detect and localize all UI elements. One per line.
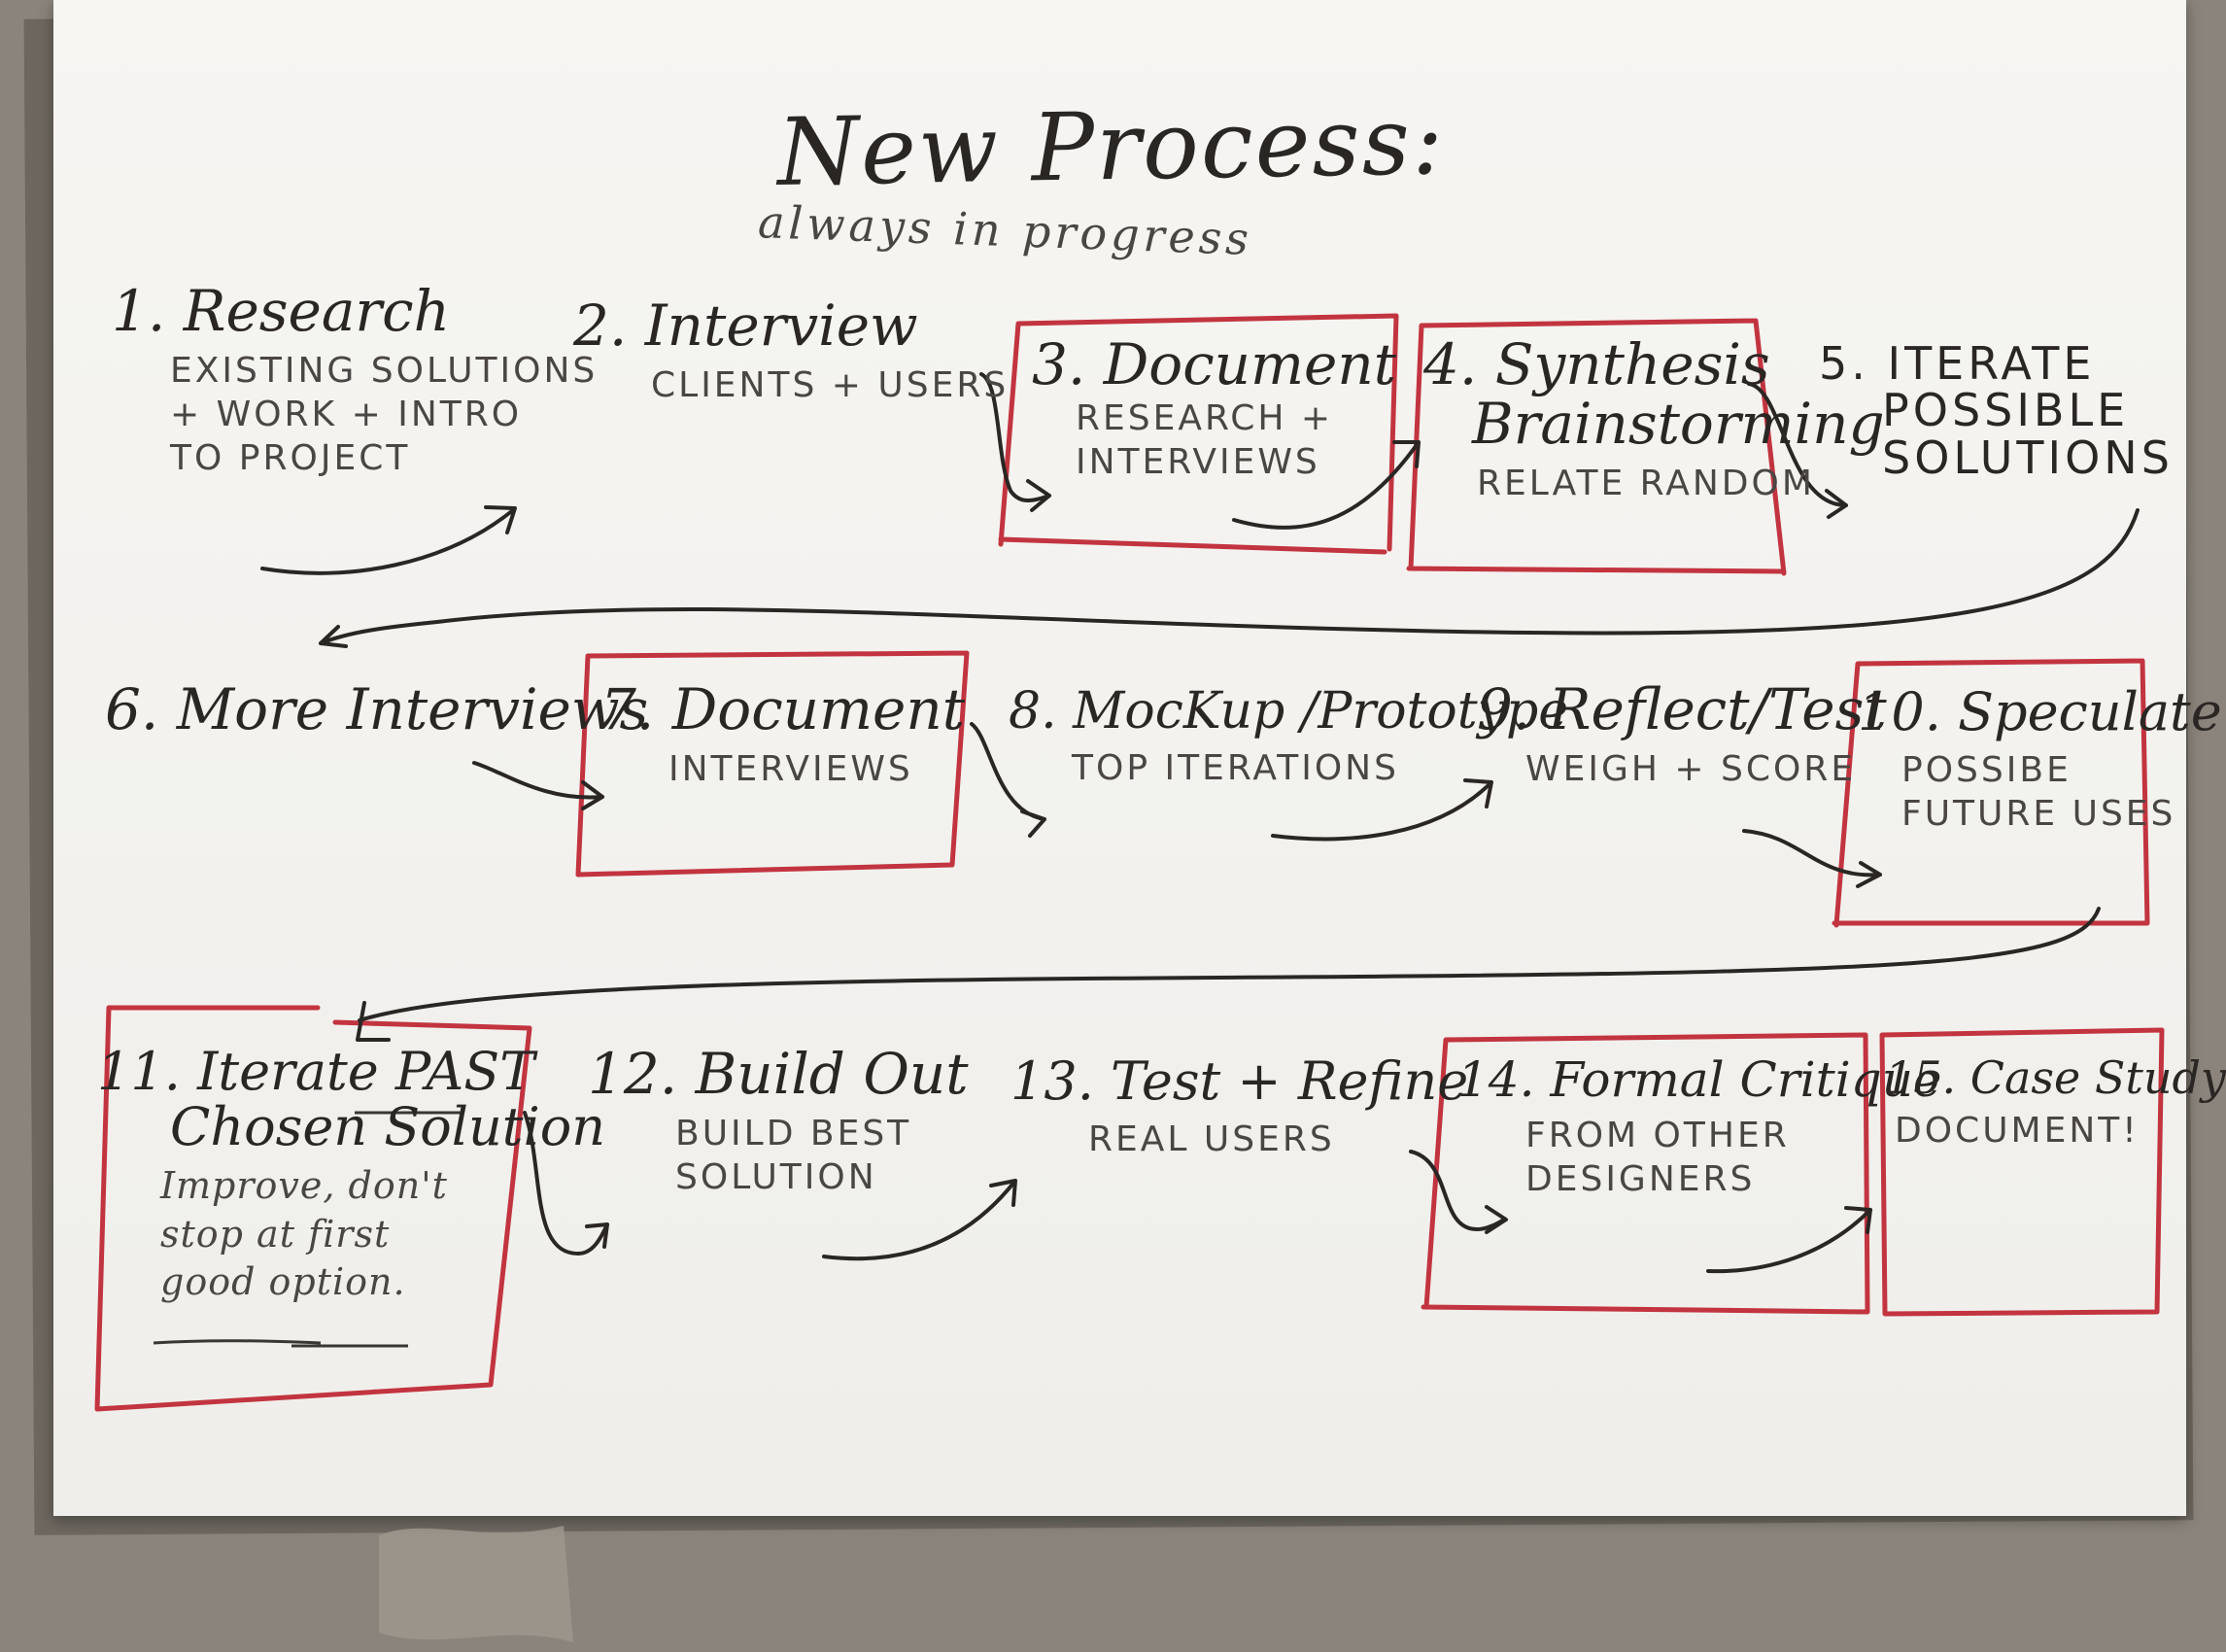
step-title: 4. Synthesis — [1423, 331, 1770, 397]
note-line: POSSIBE — [1901, 749, 2072, 790]
box-step-14 — [1421, 1032, 1870, 1315]
arrow-5-6 — [319, 508, 2140, 648]
step-3: 3. Document RESEARCH + INTERVIEWS — [1032, 335, 1396, 484]
box-step-3 — [998, 313, 1399, 555]
step-4: 4. Synthesis Brainstorming RELATE RANDOM — [1423, 335, 1885, 505]
step-15: 15. Case Study DOCUMENT! — [1885, 1054, 2226, 1153]
note-line: FROM OTHER — [1525, 1115, 1790, 1155]
note-line: TO PROJECT — [170, 437, 411, 478]
step-note: Improve, don't stop at first good option… — [160, 1162, 605, 1306]
note-line: EXISTING SOLUTIONS — [170, 350, 599, 391]
note-line: FUTURE USES — [1901, 793, 2176, 834]
underline-good-option — [153, 1339, 408, 1348]
arrow-11-12 — [523, 1111, 609, 1256]
step-title-line2: Chosen Solution — [170, 1095, 606, 1157]
arrow-2-3 — [979, 372, 1051, 512]
step-13: 13. Test + Refine REAL USERS — [1010, 1050, 1469, 1161]
note-line: DOCUMENT! — [1895, 1111, 2140, 1152]
box-step-7 — [575, 650, 970, 878]
arrow-1-2 — [260, 505, 517, 575]
step-12: 12. Build Out BUILD BEST SOLUTION — [588, 1045, 969, 1199]
box-step-4 — [1406, 318, 1787, 576]
arrow-group — [260, 372, 2140, 1274]
step-title-line3: SOLUTIONS — [1882, 430, 2174, 484]
note-line: TOP ITERATIONS — [1072, 747, 1399, 788]
step-note: CLIENTS + USERS — [651, 363, 1009, 407]
arrow-14-15 — [1706, 1206, 1872, 1274]
arrow-9-10 — [1742, 829, 1882, 888]
step-title: 15. Case Study — [1885, 1051, 2226, 1104]
step-title-line2: POSSIBLE — [1882, 384, 2130, 437]
step-2: 2. Interview CLIENTS + USERS — [573, 296, 1009, 407]
step-note: WEIGH + SCORE — [1525, 747, 1887, 791]
note-line: Improve, don't — [160, 1164, 448, 1208]
step-note: POSSIBE FUTURE USES — [1901, 748, 2222, 836]
note-line: + WORK + INTRO — [170, 394, 523, 434]
step-9: 9. Reflect/Test WEIGH + SCORE — [1477, 680, 1887, 791]
cloth — [379, 1526, 573, 1642]
step-5: 5. ITERATE POSSIBLE SOLUTIONS — [1819, 340, 2174, 481]
step-title: 1. Research — [112, 278, 450, 344]
step-14: 14. Formal Critique FROM OTHER DESIGNERS — [1457, 1054, 1942, 1201]
step-note: DOCUMENT! — [1895, 1109, 2226, 1153]
note-line: stop at first — [160, 1212, 391, 1256]
step-title: 7. Document — [600, 676, 966, 742]
step-title: 3. Document — [1032, 331, 1397, 397]
note-line: INTERVIEWS — [1076, 441, 1320, 482]
step-title: 10. Speculate — [1858, 681, 2222, 742]
step-note: TOP ITERATIONS — [1072, 746, 1568, 790]
step-7: 7. Document INTERVIEWS — [600, 680, 965, 791]
arrow-4-5 — [1747, 382, 1848, 519]
step-8: 8. MocKup /Prototype TOP ITERATIONS — [1009, 685, 1568, 790]
box-step-11 — [94, 1005, 532, 1412]
note-line: INTERVIEWS — [668, 748, 913, 789]
step-6: 6. More Interviews — [105, 680, 648, 740]
step-11: 11. Iterate PAST Chosen Solution Improve… — [97, 1041, 606, 1307]
note-line: RESEARCH + — [1076, 397, 1334, 438]
page-title: New Process: — [776, 86, 1447, 207]
notebook-page — [53, 0, 2186, 1516]
step-title: 14. Formal Critique — [1457, 1051, 1942, 1108]
box-step-10 — [1832, 658, 2150, 928]
note-line: BUILD BEST — [675, 1113, 912, 1153]
step-note: RELATE RANDOM — [1477, 462, 1885, 505]
step-note: FROM OTHER DESIGNERS — [1525, 1114, 1942, 1201]
arrow-10-11 — [356, 907, 2101, 1042]
arrow-13-14 — [1409, 1150, 1508, 1234]
step-title: 13. Test + Refine — [1010, 1050, 1469, 1112]
underline-group — [153, 1111, 462, 1348]
step-title: 5. ITERATE — [1819, 337, 2096, 390]
red-box-group — [94, 313, 2165, 1412]
arrow-6-7 — [472, 761, 604, 810]
diagram-overlay — [94, 313, 2165, 1412]
step-note: EXISTING SOLUTIONS + WORK + INTRO TO PRO… — [170, 349, 598, 480]
step-title: 8. MocKup /Prototype — [1009, 682, 1569, 740]
step-1: 1. Research EXISTING SOLUTIONS + WORK + … — [112, 282, 598, 480]
arrow-7-8 — [970, 722, 1046, 838]
step-note: BUILD BEST SOLUTION — [675, 1112, 969, 1199]
note-line: good option. — [160, 1260, 406, 1304]
box-step-15 — [1879, 1027, 2165, 1317]
step-title: 9. Reflect/Test — [1477, 676, 1887, 742]
step-title: 11. Iterate PAST — [97, 1041, 535, 1102]
step-title-line2: Brainstorming — [1472, 390, 1885, 457]
note-line: DESIGNERS — [1525, 1158, 1756, 1199]
arrow-8-9 — [1271, 778, 1493, 842]
note-line: WEIGH + SCORE — [1525, 748, 1857, 789]
arrow-3-4 — [1232, 440, 1421, 530]
note-line: RELATE RANDOM — [1477, 463, 1815, 503]
notebook-photo: New Process: always in progress 1. Resea… — [23, 0, 2226, 1642]
note-line: SOLUTION — [675, 1156, 877, 1197]
step-note: REAL USERS — [1088, 1118, 1468, 1161]
step-note: INTERVIEWS — [668, 747, 965, 791]
note-line: CLIENTS + USERS — [651, 364, 1010, 405]
arrow-12-13 — [822, 1179, 1017, 1261]
step-title: 12. Build Out — [588, 1041, 969, 1107]
step-title: 6. More Interviews — [105, 676, 649, 742]
note-line: REAL USERS — [1088, 1119, 1335, 1159]
step-note: RESEARCH + INTERVIEWS — [1076, 396, 1396, 484]
step-title: 2. Interview — [573, 293, 918, 359]
step-10: 10. Speculate POSSIBE FUTURE USES — [1858, 681, 2222, 836]
